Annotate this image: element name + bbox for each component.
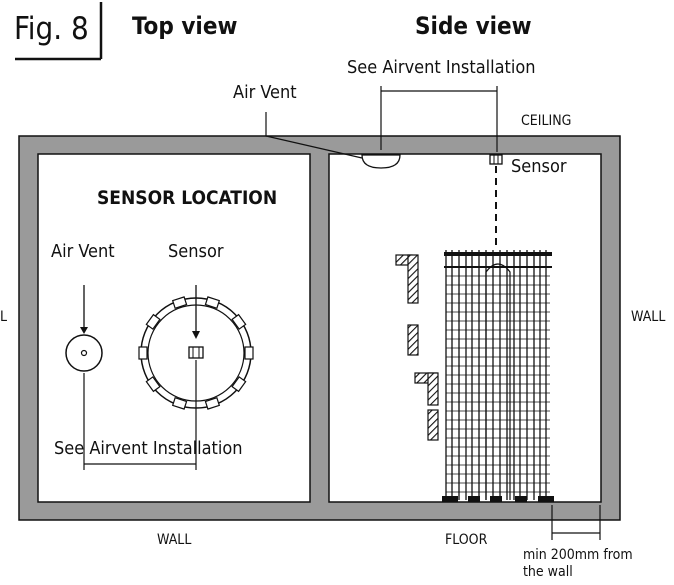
top-view-dimension-label: See Airvent Installation [54,438,243,459]
top-view-sensor-label: Sensor [168,241,224,262]
heater-lug [231,376,247,393]
top-view-air-vent [65,285,103,372]
heater-lug [171,396,188,410]
top-view-sensor [188,346,204,359]
side-view-air-vent [265,112,401,169]
left-wall-label: L [0,309,8,325]
top-view-title: Top view [132,12,238,40]
side-view-air-vent-label: Air Vent [233,82,297,103]
heater-element-loop [485,263,511,500]
sensor-location-heading: SENSOR LOCATION [97,187,278,209]
min-distance-label-line2: the wall [523,564,573,580]
ceiling-label: CEILING [521,113,572,129]
heater-lug [244,346,254,360]
heater-lug [138,346,148,360]
heater-lug [204,396,221,410]
figure-label-box [15,2,103,61]
side-view-room [328,153,602,503]
heater-lug [145,376,161,393]
floor-label: FLOOR [445,532,488,548]
heater-lug [204,296,221,310]
figure-label: Fig. 8 [14,11,89,47]
bottom-wall-label: WALL [157,532,192,548]
min-distance-dimension [551,505,601,540]
heater-lug [145,313,161,330]
top-view-heater [138,285,254,410]
side-view-sensor-label: Sensor [511,156,567,177]
side-view-title: Side view [415,12,532,40]
heater-lug [171,296,188,310]
top-view-air-vent-label: Air Vent [51,241,115,262]
side-view-sensor [489,154,503,248]
heater-lug [231,313,247,330]
min-distance-label-line1: min 200mm from [523,547,633,563]
side-view-dimension-label: See Airvent Installation [347,57,536,78]
right-wall-label: WALL [631,309,666,325]
side-view-heater [395,250,554,502]
side-view-dimension [380,86,498,152]
top-view-dimension [83,360,197,470]
